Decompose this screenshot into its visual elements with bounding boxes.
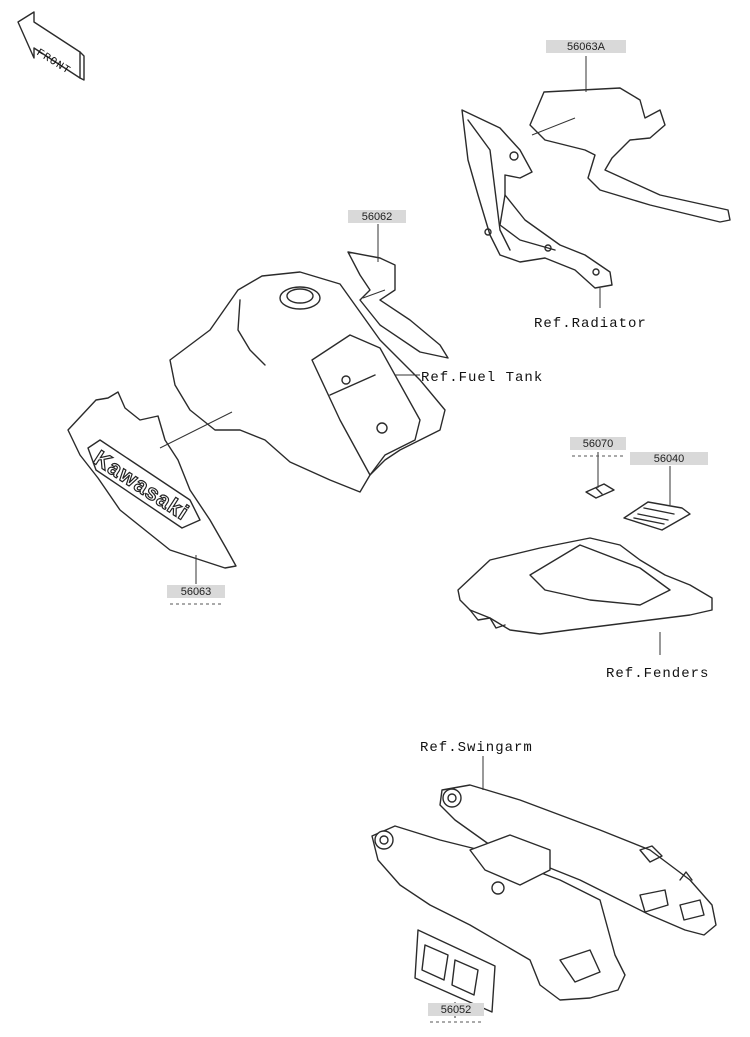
swingarm [371, 784, 717, 1001]
fuel-tank [169, 271, 446, 493]
svg-text:56052: 56052 [441, 1004, 472, 1016]
svg-text:56070: 56070 [583, 438, 614, 450]
decal-56062 [347, 251, 449, 359]
svg-text:56063: 56063 [181, 586, 212, 598]
decal-56052 [414, 929, 496, 1013]
label-56040 [623, 501, 691, 531]
svg-text:56063A: 56063A [567, 41, 606, 53]
ref-swingarm-label: Ref.Swingarm [420, 740, 533, 756]
part-tag-56040: 56040 [630, 452, 708, 465]
label-56070 [585, 483, 615, 499]
svg-text:56040: 56040 [654, 453, 685, 465]
part-tag-56062: 56062 [348, 210, 406, 223]
front-arrow-icon: FRONT [17, 11, 85, 81]
ref-fenders-label: Ref.Fenders [606, 666, 709, 682]
svg-text:56062: 56062 [362, 211, 393, 223]
part-tag-56052: 56052 [428, 1003, 484, 1023]
part-tag-56063a: 56063A [546, 40, 626, 53]
part-tag-56063: 56063 [167, 585, 225, 605]
ref-radiator-label: Ref.Radiator [534, 316, 647, 332]
radiator-shroud [461, 109, 613, 289]
decal-56063a [529, 87, 731, 223]
rear-fender [457, 537, 713, 635]
part-tag-56070: 56070 [570, 437, 626, 457]
ref-fuel-tank-label: Ref.Fuel Tank [421, 370, 543, 386]
